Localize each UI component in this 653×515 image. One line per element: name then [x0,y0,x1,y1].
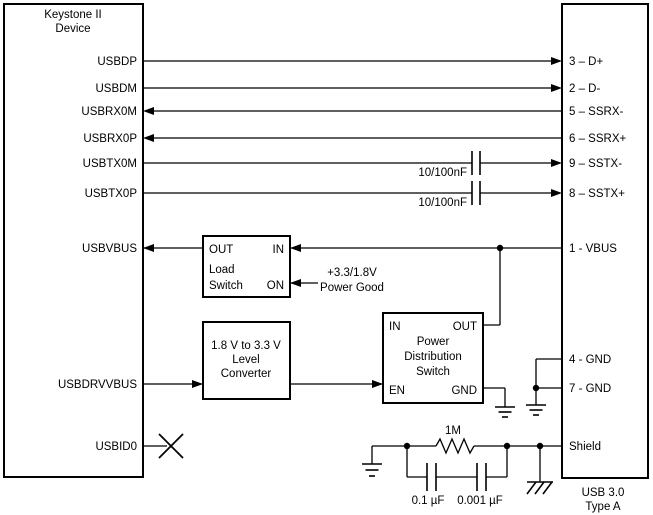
level-converter-name-line1: 1.8 V to 3.3 V [211,340,281,352]
connector-pin-dplus: 3 – D+ [569,56,603,68]
device-pin-usbdrvvbus: USBDRVVBUS [58,379,137,391]
power-distribution-switch-box [382,312,484,404]
power-good-label-line1: +3.3/1.8V [327,267,377,279]
level-converter-box [202,321,291,400]
power-switch-name-line3: Switch [416,366,450,378]
arrow-right-sstx-minus [551,159,562,167]
usb-connector-box [561,3,649,479]
wire-usbdrvvbus [143,380,383,388]
arrow-right-dminus [551,84,562,92]
connector-pin-shield: Shield [569,441,601,453]
device-pin-usbdm: USBDM [95,83,137,95]
load-switch-name-line1: Load [209,264,235,276]
load-switch-name-line2: Switch [209,280,243,292]
device-pin-usbid0: USBID0 [95,441,137,453]
wire-usbtx0p [143,181,562,205]
arrow-left-loadswitch-in [290,244,301,252]
device-pin-usbtx0p: USBTX0P [85,188,138,200]
power-switch-name-line1: Power [417,336,450,348]
connector-pin-ssrxp: 6 – SSRX+ [569,133,626,145]
earth-ground-shield [362,463,382,477]
load-switch-box [202,235,291,298]
chassis-ground [526,446,553,495]
connector-caption-line2: Type A [585,501,620,513]
power-switch-pin-gnd: GND [451,385,477,397]
connector-pin-ssrxm: 5 – SSRX- [569,106,623,118]
keystone-device-box [3,3,144,478]
wire-usbdm [143,84,562,92]
connector-pin-dminus: 2 – D- [569,83,600,95]
wire-usbrx0m [143,107,562,115]
wire-shield [362,437,562,495]
device-pin-usbdp: USBDP [97,56,137,68]
connector-pin-gnd7: 7 - GND [569,383,611,395]
arrow-right-sstx-plus [551,189,562,197]
wire-usbid0 [143,433,184,459]
power-switch-pin-out: OUT [453,321,477,333]
earth-ground-power-switch [495,406,515,418]
resistor-1m [435,437,475,455]
device-pin-usbtx0m: USBTX0M [83,158,137,170]
arrow-right-levelconv-in [192,380,203,388]
power-switch-pin-in: IN [389,321,401,333]
wire-power-good [290,279,318,287]
device-pin-usbrx0p: USBRX0P [83,133,137,145]
shield-cap1-label: 0.1 µF [412,495,445,507]
no-connect-x-icon [158,433,184,459]
tx0p-cap-label: 10/100nF [418,197,467,209]
arrow-left-on-pin [290,279,301,287]
power-switch-pin-en: EN [389,385,405,397]
arrow-right-dplus [551,57,562,65]
resistor-label: 1M [445,425,461,437]
connector-pin-gnd4: 4 - GND [569,354,611,366]
gnd-junction-dot [532,384,540,392]
power-good-label-line2: Power Good [320,282,384,294]
load-switch-pin-on: ON [267,280,284,292]
device-title-line2: Device [55,23,90,35]
arrow-left-ssrx-minus [143,107,154,115]
wire-usbtx0m [143,151,562,175]
arrow-right-en-pin [372,380,383,388]
wire-usbrx0p [143,134,562,142]
connector-pin-sstxp: 8 – SSTX+ [569,188,625,200]
wire-power-switch-gnd [483,387,515,418]
wire-connector-gnd [526,358,562,416]
shield-cap2-label: 0.001 µF [457,495,503,507]
level-converter-name-line2: Level [232,354,260,366]
arrow-left-ssrx-plus [143,134,154,142]
device-pin-usbrx0m: USBRX0M [81,106,137,118]
load-switch-pin-in: IN [273,244,285,256]
load-switch-pin-out: OUT [209,244,233,256]
connector-caption-line1: USB 3.0 [582,487,625,499]
connector-pin-sstxm: 9 – SSTX- [569,158,622,170]
tx0m-cap-label: 10/100nF [418,167,467,179]
wire-usbdp [143,57,562,65]
wire-vbus [143,244,562,326]
connector-pin-vbus: 1 - VBUS [569,243,617,255]
device-title-line1: Keystone II [44,9,102,21]
power-switch-name-line2: Distribution [404,351,462,363]
arrow-left-usbvbus [143,244,154,252]
level-converter-name-line3: Converter [221,368,272,380]
earth-ground-connector [526,404,546,416]
device-pin-usbvbus: USBVBUS [82,243,137,255]
